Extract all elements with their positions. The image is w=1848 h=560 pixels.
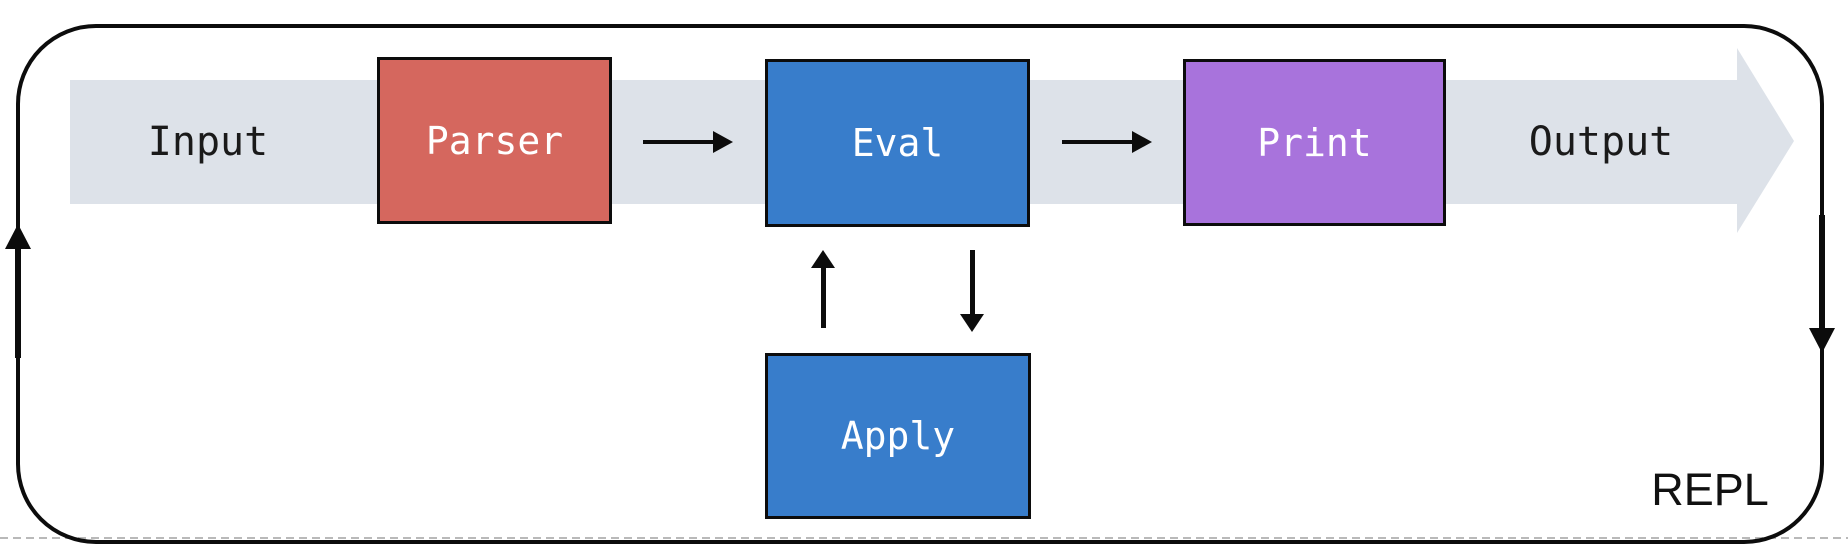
print-box: Print (1183, 59, 1446, 226)
page-edge-dashed-line (0, 537, 1848, 539)
arrow-apply-to-eval-shaft (821, 266, 826, 328)
flow-band-arrowhead-icon (1737, 48, 1794, 233)
eval-box-label: Eval (851, 121, 944, 165)
print-box-label: Print (1257, 120, 1372, 165)
arrow-parser-to-eval-icon (713, 131, 733, 153)
arrow-apply-to-eval-icon (811, 250, 835, 268)
arrow-eval-to-print-icon (1132, 131, 1152, 153)
repl-label: REPL (1651, 464, 1769, 515)
parser-box: Parser (377, 57, 612, 224)
apply-box: Apply (765, 353, 1031, 519)
input-label: Input (147, 119, 269, 165)
loop-down-arrow-icon (1809, 328, 1835, 353)
arrow-eval-to-apply-shaft (970, 250, 975, 316)
loop-return-arrow-shaft (15, 247, 21, 358)
eval-box: Eval (765, 59, 1030, 227)
arrow-eval-to-print-shaft (1062, 140, 1134, 144)
arrow-eval-to-apply-icon (960, 314, 984, 332)
loop-up-arrow-icon (5, 224, 31, 249)
arrow-parser-to-eval-shaft (643, 140, 715, 144)
loop-down-arrow-shaft (1819, 215, 1825, 330)
parser-box-label: Parser (425, 118, 564, 163)
output-label: Output (1528, 119, 1674, 165)
apply-box-label: Apply (840, 414, 956, 458)
